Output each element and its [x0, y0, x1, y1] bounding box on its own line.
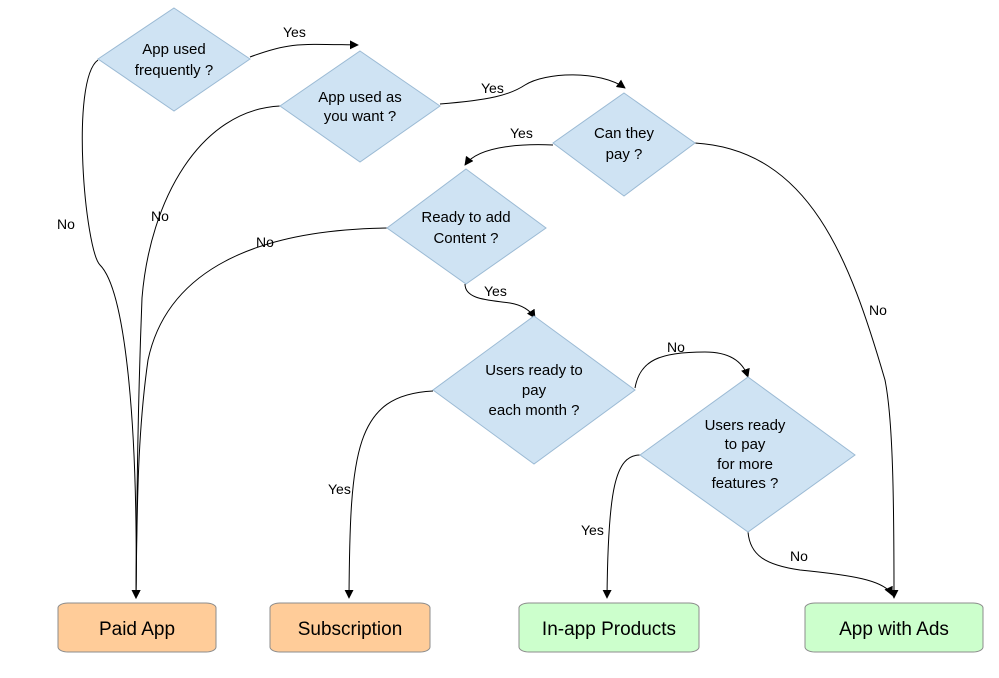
decision-pay-features: Users ready to pay for more features ?	[639, 376, 856, 533]
edge-label-content-yes: Yes	[484, 283, 507, 299]
edge-label-monthly-no: No	[667, 339, 685, 355]
outcome-paid-app: Paid App	[57, 602, 217, 653]
decision-pay-monthly-line1: Users ready to	[485, 362, 583, 379]
outcome-in-app-products-label: In-app Products	[542, 619, 676, 640]
edge-want-no	[131, 105, 281, 599]
edge-want-yes	[439, 74, 626, 105]
decision-used-as-want-line2: you want ?	[324, 108, 397, 125]
decision-pay-features-line2: to pay	[725, 436, 766, 453]
decision-used-as-want: App used as you want ?	[279, 50, 441, 163]
decision-can-pay-line1: Can they	[594, 125, 655, 142]
decision-pay-monthly-line2: pay	[522, 382, 547, 399]
outcome-app-with-ads-label: App with Ads	[839, 619, 949, 640]
edge-label-want-yes: Yes	[481, 80, 504, 96]
edge-label-content-no: No	[256, 234, 274, 250]
edge-label-monthly-yes: Yes	[328, 481, 351, 497]
edge-label-frequent-no: No	[57, 216, 75, 232]
edge-content-no	[131, 227, 388, 599]
outcome-paid-app-label: Paid App	[99, 619, 175, 640]
decision-pay-monthly: Users ready to pay each month ?	[432, 315, 636, 465]
edge-frequent-yes	[249, 40, 359, 58]
decision-add-content-line2: Content ?	[433, 230, 498, 247]
decision-add-content: Ready to add Content ?	[386, 168, 547, 285]
edge-frequent-no	[81, 59, 141, 599]
edge-label-frequent-yes: Yes	[283, 24, 306, 40]
edge-pay-yes	[464, 144, 554, 166]
decision-used-frequently-line2: frequently ?	[135, 62, 213, 79]
decision-pay-features-line1: Users ready	[705, 417, 786, 434]
edge-label-want-no: No	[151, 208, 169, 224]
outcome-subscription-label: Subscription	[298, 619, 403, 640]
edge-label-pay-no: No	[869, 302, 887, 318]
edge-pay-no	[694, 142, 899, 599]
decision-used-frequently-line1: App used	[142, 41, 205, 58]
edge-label-features-yes: Yes	[581, 522, 604, 538]
decision-pay-monthly-line3: each month ?	[489, 402, 580, 419]
outcome-app-with-ads: App with Ads	[804, 602, 984, 653]
outcome-subscription: Subscription	[269, 602, 431, 653]
decision-can-pay: Can they pay ?	[552, 92, 696, 197]
edge-label-pay-yes: Yes	[510, 125, 533, 141]
edge-labels: Yes No Yes No Yes No No Yes No Yes Yes N…	[57, 24, 887, 564]
edge-monthly-no	[634, 351, 750, 389]
decision-used-frequently: App used frequently ?	[97, 7, 251, 112]
edge-features-yes	[602, 454, 641, 599]
edge-label-features-no: No	[790, 548, 808, 564]
decision-pay-features-line4: features ?	[712, 475, 779, 492]
decision-used-as-want-line1: App used as	[318, 89, 401, 106]
edge-monthly-yes	[344, 390, 434, 599]
decision-pay-features-line3: for more	[717, 456, 773, 473]
outcome-in-app-products: In-app Products	[518, 602, 700, 653]
edge-features-no	[747, 531, 893, 596]
decision-add-content-line1: Ready to add	[421, 209, 510, 226]
edge-content-yes	[464, 283, 536, 319]
edges	[81, 40, 899, 599]
decision-can-pay-line2: pay ?	[606, 146, 643, 163]
